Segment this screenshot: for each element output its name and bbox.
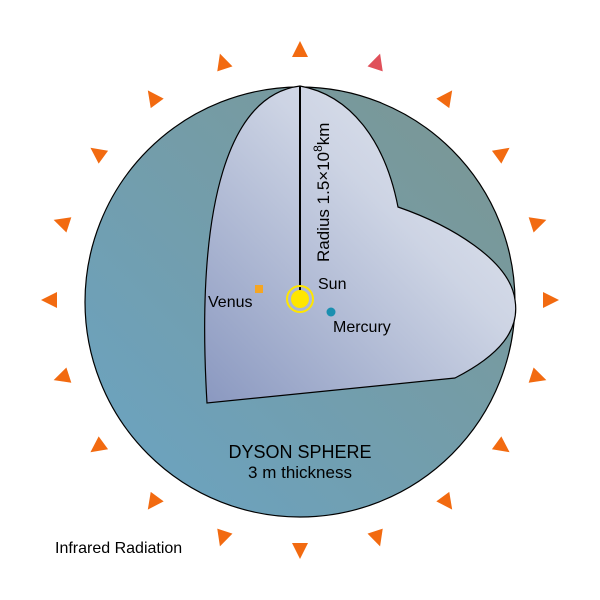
radiation-arrow-icon bbox=[217, 528, 233, 547]
sphere-cutaway-interior bbox=[204, 85, 517, 404]
mercury-label: Mercury bbox=[333, 319, 391, 336]
sun-icon bbox=[291, 290, 309, 308]
radiation-arrow-icon bbox=[53, 367, 72, 383]
radiation-arrow-icon bbox=[436, 90, 453, 109]
infrared-arrows bbox=[41, 41, 559, 559]
venus-icon bbox=[255, 285, 263, 293]
radiation-arrow-icon bbox=[292, 543, 308, 559]
radius-label: Radius 1.5×108km bbox=[311, 123, 333, 262]
radiation-arrow-icon bbox=[292, 41, 308, 57]
radiation-arrow-icon bbox=[367, 53, 383, 72]
radiation-arrow-icon bbox=[543, 292, 559, 308]
radiation-arrow-icon bbox=[41, 292, 57, 308]
venus-label: Venus bbox=[208, 294, 252, 311]
sun-halo bbox=[286, 285, 314, 313]
radiation-arrow-icon bbox=[367, 528, 383, 547]
radiation-arrow-icon bbox=[436, 491, 453, 510]
radiation-arrow-icon bbox=[528, 217, 547, 233]
radiation-label: Infrared Radiation bbox=[55, 540, 182, 557]
radiation-arrow-icon bbox=[217, 53, 233, 72]
radiation-arrow-icon bbox=[90, 436, 109, 453]
radiation-arrow-icon bbox=[491, 147, 510, 164]
radiation-arrow-icon bbox=[147, 491, 164, 510]
sun-label: Sun bbox=[318, 276, 346, 293]
mercury-icon bbox=[326, 307, 336, 317]
sphere-subtitle: 3 m thickness bbox=[248, 463, 352, 482]
radiation-arrow-icon bbox=[53, 217, 72, 233]
radiation-arrow-icon bbox=[90, 147, 109, 164]
radiation-arrow-icon bbox=[491, 436, 510, 453]
sphere-title: DYSON SPHERE bbox=[228, 442, 371, 462]
svg-text:Radius 1.5×108km: Radius 1.5×108km bbox=[311, 123, 333, 262]
radiation-arrow-icon bbox=[147, 90, 164, 109]
radiation-arrow-icon bbox=[528, 367, 547, 383]
